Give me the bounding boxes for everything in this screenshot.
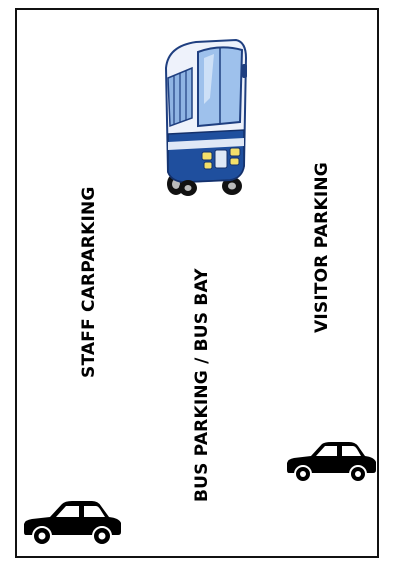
car-icon xyxy=(285,439,378,483)
car-icon xyxy=(22,498,123,546)
bus-icon xyxy=(158,38,248,196)
visitor-parking-label: VISITOR PARKING xyxy=(312,162,332,333)
bus-parking-label: BUS PARKING / BUS BAY xyxy=(192,268,212,502)
staff-carparking-label: STAFF CARPARKING xyxy=(79,186,99,378)
